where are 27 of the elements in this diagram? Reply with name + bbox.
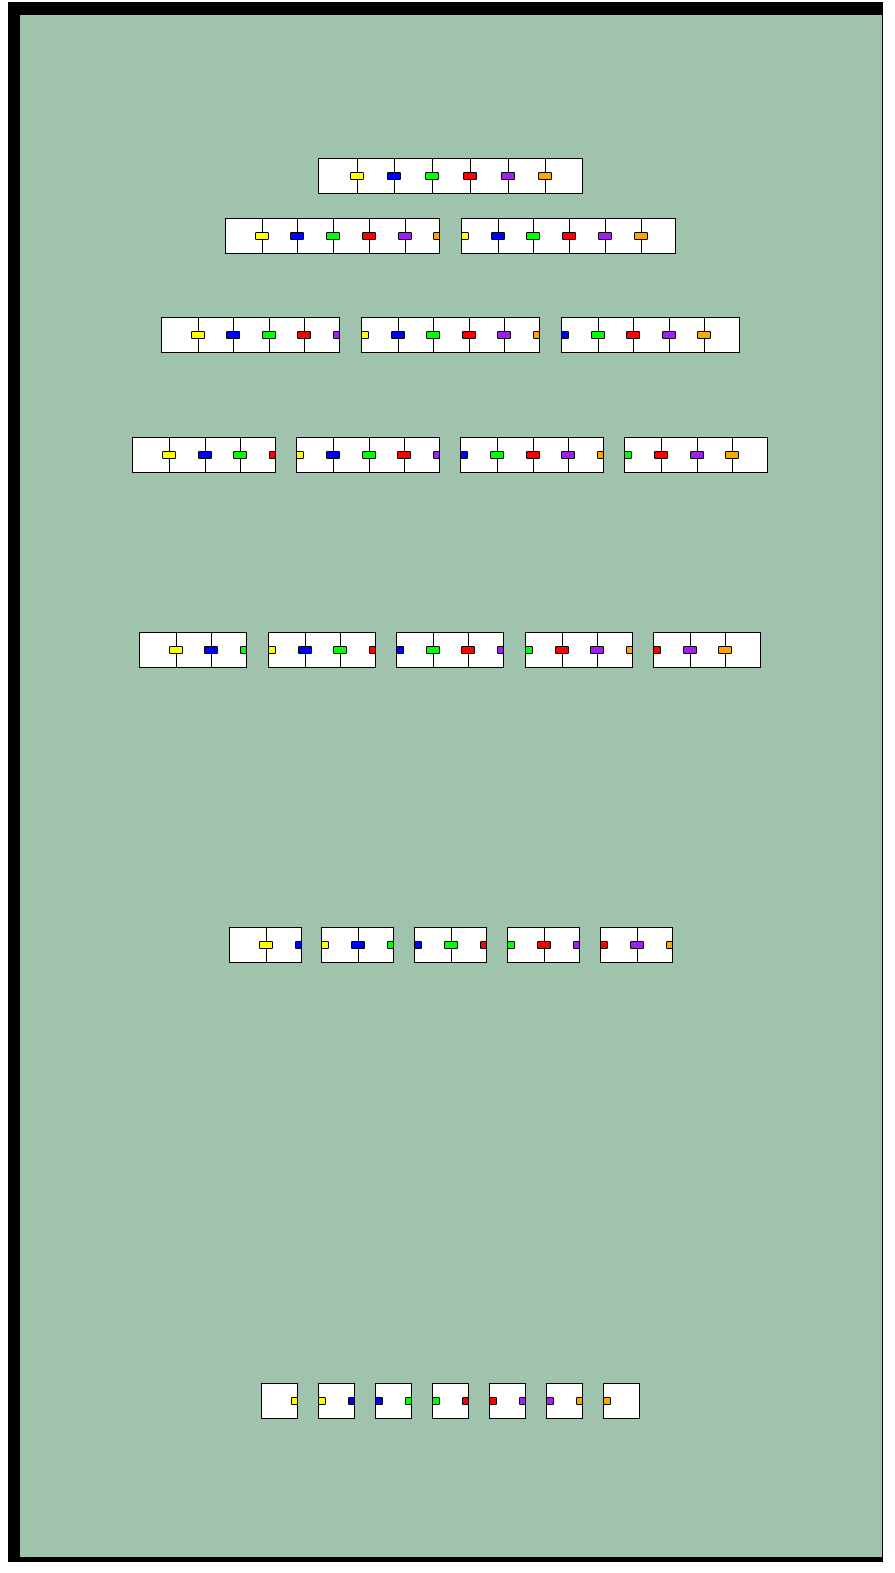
record-box: [375, 1383, 412, 1419]
record-box: [600, 927, 673, 963]
record-box: [396, 632, 504, 668]
record-box: [624, 437, 768, 473]
record-box: [561, 317, 740, 353]
record-box: [261, 1383, 298, 1419]
record-box: [268, 632, 376, 668]
record-box: [132, 437, 276, 473]
record-box: [321, 927, 394, 963]
record-box: [414, 927, 487, 963]
record-box: [296, 437, 440, 473]
record-box: [546, 1383, 583, 1419]
record-box: [603, 1383, 640, 1419]
record-box: [460, 437, 604, 473]
record-box: [318, 1383, 355, 1419]
record-box: [489, 1383, 526, 1419]
record-box: [432, 1383, 469, 1419]
record-box: [525, 632, 633, 668]
record-box: [229, 927, 302, 963]
record-box: [507, 927, 580, 963]
record-box: [653, 632, 761, 668]
record-box: [461, 218, 676, 254]
record-box: [225, 218, 440, 254]
record-box: [161, 317, 340, 353]
record-box: [318, 158, 583, 194]
record-box: [361, 317, 540, 353]
record-box: [139, 632, 247, 668]
